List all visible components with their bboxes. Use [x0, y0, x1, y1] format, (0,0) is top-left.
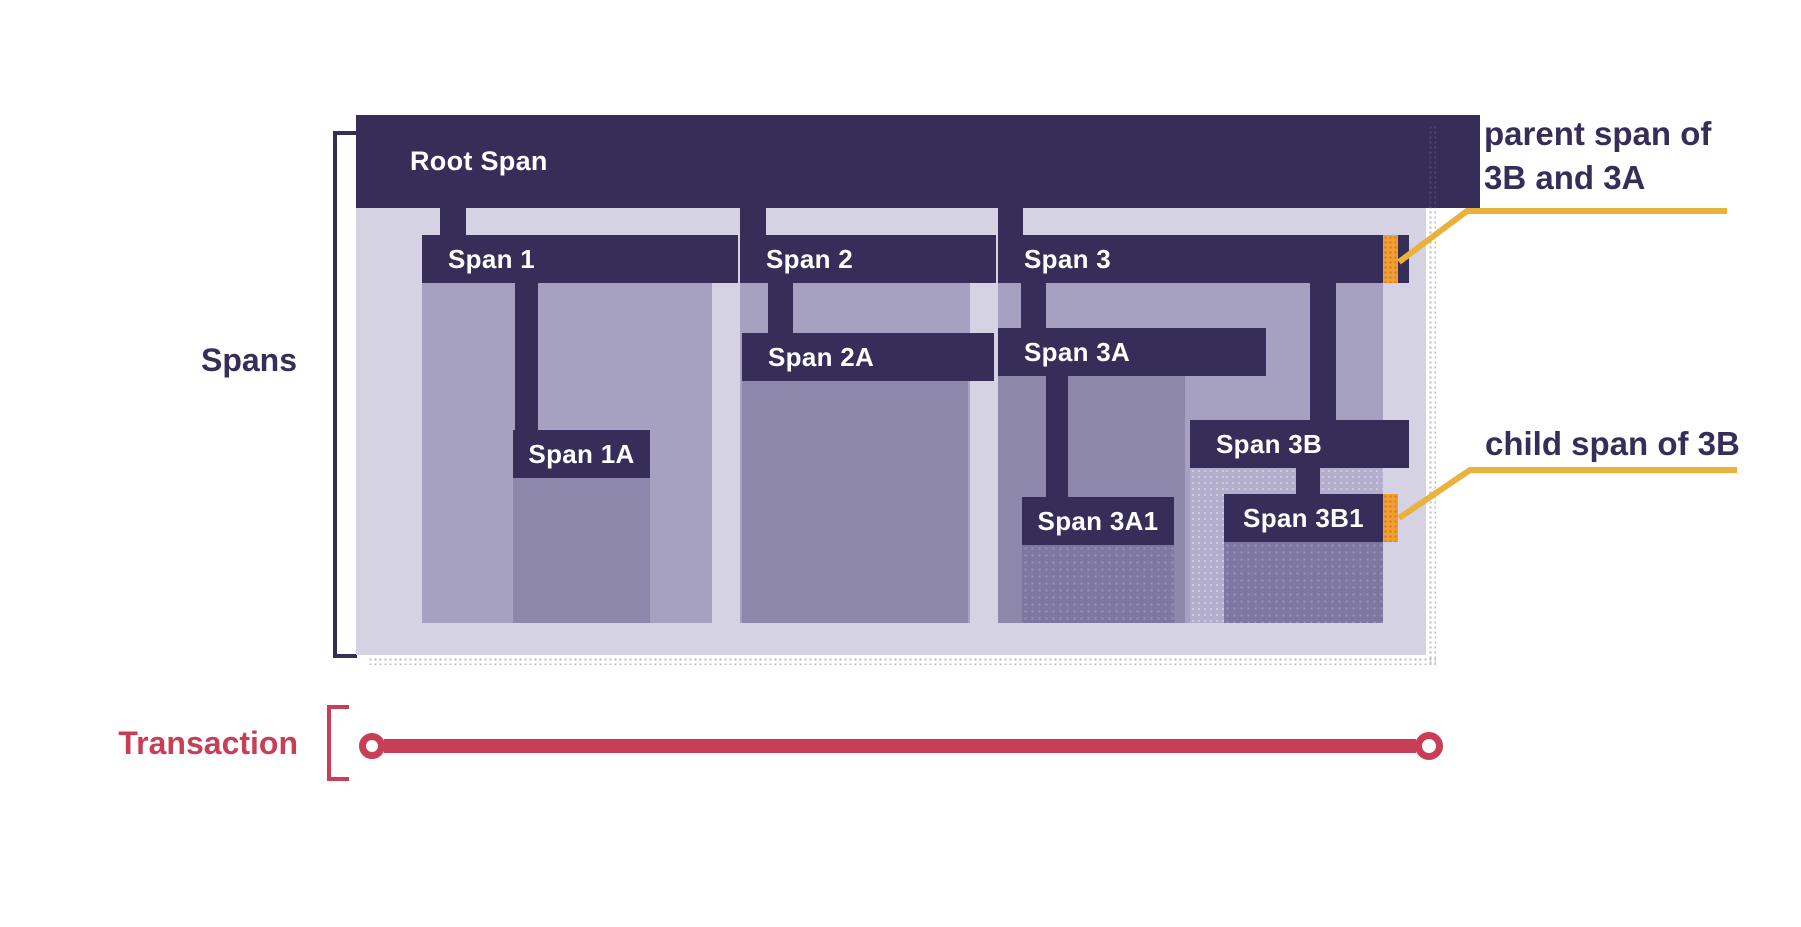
child-annotation-line [1397, 467, 1737, 521]
span3-bar: Span 3 [998, 235, 1409, 283]
container-shadow-right [1428, 125, 1436, 665]
span3a1-bar: Span 3A1 [1022, 497, 1174, 545]
child-span-annotation: child span of 3B [1485, 425, 1740, 462]
spans-bracket-top-tick [333, 131, 357, 135]
span3-parent-marker [1383, 235, 1398, 283]
parent-annotation-line [1397, 208, 1727, 265]
span3b1-child-marker [1383, 494, 1398, 542]
span1-bar: Span 1 [422, 235, 738, 283]
span3a-bar: Span 3A [998, 328, 1266, 376]
parent-span-annotation: parent span of 3B and 3A [1484, 112, 1711, 200]
spans-bracket-bottom-tick [333, 654, 357, 658]
root-to-span3-stem [998, 208, 1023, 235]
root-to-span2-stem [740, 208, 766, 235]
root-to-span1-stem [440, 208, 466, 235]
spans-container: Root Span Span 1 Span 2 Span 3 Span 2A S… [356, 115, 1480, 655]
transaction-bracket [327, 705, 349, 781]
span3-label: Span 3 [1024, 243, 1112, 274]
span3a-label: Span 3A [1024, 336, 1131, 367]
span3-to-span3a-stem [1021, 283, 1046, 328]
span3b-label: Span 3B [1216, 428, 1323, 459]
span3b1-bar: Span 3B1 [1224, 494, 1383, 542]
span2-bar: Span 2 [740, 235, 996, 283]
transaction-bracket-bottom-tick [327, 777, 349, 781]
transaction-start-circle [359, 733, 385, 759]
spans-bracket-line [333, 131, 337, 658]
span3a-to-span3a1-stem [1046, 376, 1068, 497]
span3b1-duration-fill [1224, 542, 1383, 623]
span1-label: Span 1 [448, 243, 536, 274]
span3-to-span3b-stem [1310, 283, 1336, 420]
span1a-label: Span 1A [528, 438, 635, 469]
span3b-left-strip [1190, 468, 1224, 623]
span1a-duration-fill [513, 478, 650, 623]
parent-annotation-line2: 3B and 3A [1484, 159, 1646, 196]
span3a1-duration-fill [1022, 545, 1174, 623]
root-span-label: Root Span [410, 146, 548, 176]
parent-annotation-line1: parent span of [1484, 115, 1712, 152]
spans-bracket [333, 131, 357, 658]
span3b-bar: Span 3B [1190, 420, 1409, 468]
span1-to-span1a-stem [515, 283, 538, 430]
transaction-bracket-line [327, 705, 331, 781]
span3b-to-span3b1-stem [1296, 468, 1320, 494]
span3b1-label: Span 3B1 [1243, 502, 1364, 533]
root-span-bar: Root Span [356, 115, 1480, 208]
span2a-duration-fill [742, 381, 968, 623]
span2a-bar: Span 2A [742, 333, 994, 381]
transaction-label: Transaction [118, 725, 298, 761]
spans-label: Spans [200, 342, 297, 378]
span2a-label: Span 2A [768, 341, 875, 372]
span2-to-span2a-stem [768, 283, 793, 333]
transaction-end-circle [1415, 732, 1443, 760]
span3a1-label: Span 3A1 [1037, 505, 1159, 536]
container-shadow-bottom [368, 657, 1436, 665]
transaction-bracket-top-tick [327, 705, 349, 709]
span1a-bar: Span 1A [513, 430, 650, 478]
transaction-timeline [384, 739, 1416, 753]
span2-label: Span 2 [766, 243, 854, 274]
